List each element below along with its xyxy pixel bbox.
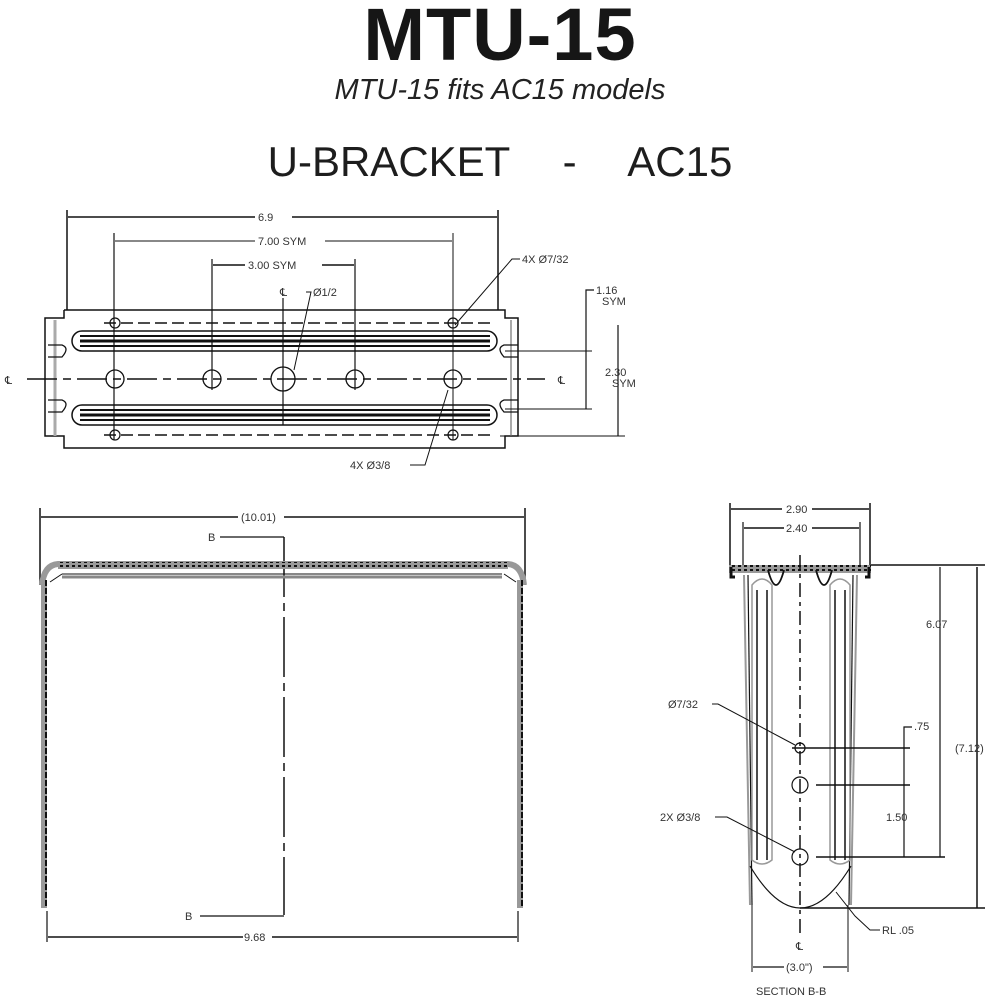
dim-hole-spacing-large: 1.50 [886,812,907,824]
centerline-left-icon: ℄ [4,375,12,387]
dim-side-overall-width: (10.01) [241,512,276,524]
section-marker-bottom: B [185,911,192,923]
dim-inner-hole-spacing: 3.00 SYM [248,260,296,272]
top-view [27,210,625,466]
page-subtitle: MTU-15 fits AC15 models [334,74,666,106]
dim-hole-row-spacing: 2.30 [605,367,626,379]
dim-hole-spacing-small: .75 [914,721,929,733]
centerline-bottom-icon: ℄ [795,941,803,953]
side-view [39,508,527,942]
label-small-holes: 4X Ø7/32 [522,254,568,266]
label-bend-radius: RL .05 [882,925,914,937]
heading-separator: - [562,138,577,185]
dim-inner-width: 2.40 [786,523,807,535]
dim-base-width: 9.68 [244,932,265,944]
top-view-labels: 6.9 7.00 SYM 3.00 SYM ℄ Ø1/2 4X Ø7/32 1.… [4,212,636,472]
section-view-labels: 2.90 2.40 6.07 (7.12) .75 1.50 Ø7/32 2X … [660,504,984,998]
label-small-hole: Ø7/32 [668,699,698,711]
dim-outer-hole-spacing: 7.00 SYM [258,236,306,248]
page-title: MTU-15 [363,0,637,76]
part-heading: U-BRACKET - AC15 [0,138,1000,186]
heading-part-name: U-BRACKET [267,138,510,185]
label-medium-holes: 4X Ø3/8 [350,460,390,472]
label-center-hole: Ø1/2 [313,287,337,299]
centerline-symbol: ℄ [279,287,287,299]
centerline-right-icon: ℄ [557,375,565,387]
dim-slot-offset-sym: SYM [602,296,626,308]
dim-height-to-hole: 6.07 [926,619,947,631]
section-label: SECTION B-B [756,986,826,998]
section-marker-top: B [208,532,215,544]
dim-bottom-width: (3.0") [786,962,813,974]
section-view [712,503,985,972]
dim-outer-width: 2.90 [786,504,807,516]
label-medium-holes: 2X Ø3/8 [660,812,700,824]
dim-hole-row-spacing-sym: SYM [612,378,636,390]
side-view-labels: (10.01) B B 9.68 [185,512,276,944]
dim-overall-height: (7.12) [955,743,984,755]
dim-slot-offset: 1.16 [596,285,617,297]
dim-overall-width: 6.9 [258,212,273,224]
heading-model: AC15 [627,138,733,185]
